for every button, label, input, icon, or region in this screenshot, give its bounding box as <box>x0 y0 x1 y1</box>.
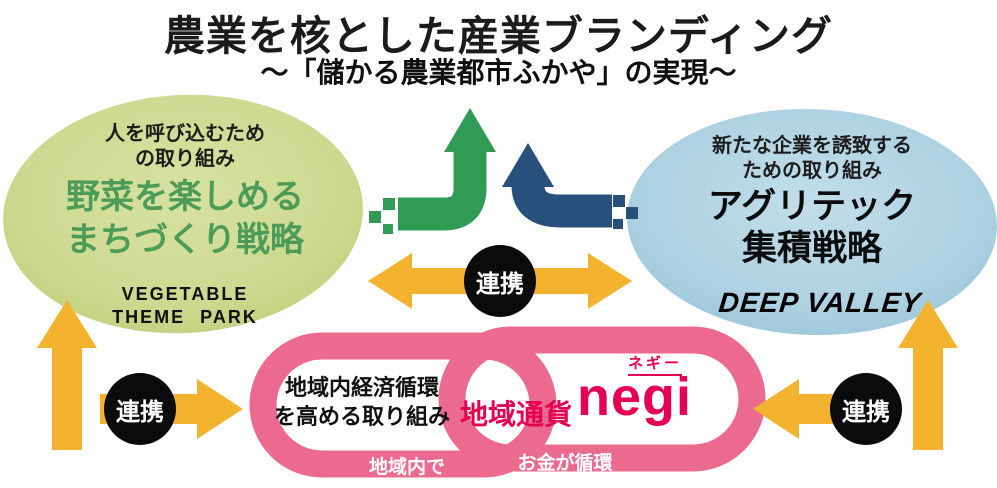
cooperation-badge-center: 連携 <box>464 245 536 317</box>
chain-caption-left: 地域内で <box>368 457 445 478</box>
vegetable-bubble <box>3 94 363 334</box>
initiative-line: を高める取り組み <box>273 403 450 429</box>
negi-ruby: ネギー <box>628 352 683 376</box>
page-subtitle: 〜「儲かる農業都市ふかや」の実現〜 <box>260 57 737 88</box>
chain-caption-right: お金が循環 <box>517 453 613 474</box>
agritech-bubble-note: 新たな企業を誘致する ための取り組み <box>662 134 962 184</box>
vegetable-strategy-title: 野菜を楽しめる まちづくり戦略 <box>10 176 360 261</box>
page-title: 農業を核とした産業ブランディング <box>163 13 834 59</box>
strategy-line: まちづくり戦略 <box>66 220 304 259</box>
cooperation-badge-left: 連携 <box>104 373 176 445</box>
growth-arrow-navy-icon <box>502 143 638 229</box>
arrow-up-left-icon <box>37 300 97 450</box>
vegetable-theme-park-logo: VEGETABLE THEME PARK <box>35 283 335 328</box>
note-line: 人を呼び込むため <box>105 123 265 145</box>
cooperation-badge-right: 連携 <box>830 373 902 445</box>
agritech-bubble <box>627 108 997 336</box>
cooperation-label: 連携 <box>476 270 524 298</box>
strategy-line: アグリテック <box>707 187 917 226</box>
vegetable-bubble-note: 人を呼び込むため の取り組み <box>35 122 335 172</box>
negi-wordmark: negi <box>577 367 693 427</box>
strategy-line: 野菜を楽しめる <box>66 178 304 216</box>
strategy-line: 集積戦略 <box>741 229 882 268</box>
logo-line: VEGETABLE <box>121 284 249 304</box>
deep-valley-logo: DEEP VALLEY <box>717 287 923 318</box>
agritech-strategy-title: アグリテック 集積戦略 <box>662 186 962 270</box>
initiative-line: 地域内経済循環 <box>284 375 439 400</box>
economic-circulation-note: 地域内経済循環 を高める取り組み <box>262 374 462 431</box>
note-line: の取り組み <box>135 148 235 170</box>
local-currency-label: 地域通貨 <box>460 399 573 430</box>
cooperation-label: 連携 <box>116 398 164 426</box>
note-line: ための取り組み <box>742 160 882 182</box>
cooperation-label: 連携 <box>842 398 890 426</box>
chain-loop-icon <box>249 326 766 478</box>
growth-arrow-green-icon <box>369 108 496 234</box>
arrow-up-right-icon <box>898 300 958 450</box>
note-line: 新たな企業を誘致する <box>712 135 912 157</box>
logo-line: THEME PARK <box>112 306 258 327</box>
